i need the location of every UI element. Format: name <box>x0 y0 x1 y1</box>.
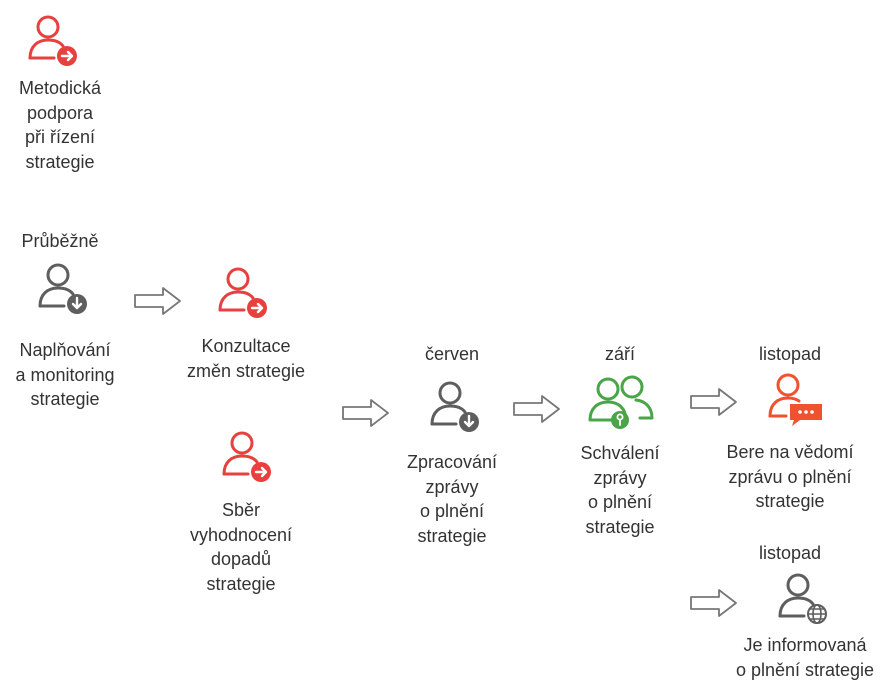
user-arrow-right-icon <box>218 428 274 484</box>
node-time-zpracovani: červen <box>424 344 480 364</box>
user-download-icon <box>426 378 482 434</box>
arrow-right-icon <box>512 394 562 424</box>
node-label-informovana: Je informovaná o plnění strategie <box>735 635 875 680</box>
user-chat-icon <box>764 370 824 426</box>
arrow-right-icon <box>689 588 739 618</box>
user-download-icon <box>34 260 90 316</box>
node-time-bere: listopad <box>758 344 822 364</box>
arrow-right-icon <box>689 387 739 417</box>
user-arrow-right-icon <box>214 264 270 320</box>
node-label-bere: Bere na vědomí zprávu o plnění strategie <box>726 442 854 511</box>
user-globe-icon <box>774 570 830 626</box>
user-arrow-right-icon <box>24 12 80 68</box>
node-label-sber: Sběr vyhodnocení dopadů strategie <box>189 500 293 594</box>
node-label-naplnovani: Naplňování a monitoring strategie <box>15 340 115 409</box>
node-time-informovana: listopad <box>758 543 822 563</box>
node-label-schvaleni: Schválení zprávy o plnění strategie <box>580 443 660 537</box>
users-key-icon <box>586 372 656 430</box>
node-label-zpracovani: Zpracování zprávy o plnění strategie <box>406 452 498 546</box>
node-time-schvaleni: září <box>604 344 635 364</box>
node-label-konzultace: Konzultace změn strategie <box>186 336 306 381</box>
arrow-right-icon <box>341 398 391 428</box>
node-label-metodicka: Metodická podpora při řízení strategie <box>18 78 102 172</box>
node-time-naplnovani: Průběžně <box>21 231 99 251</box>
arrow-right-icon <box>133 286 183 316</box>
